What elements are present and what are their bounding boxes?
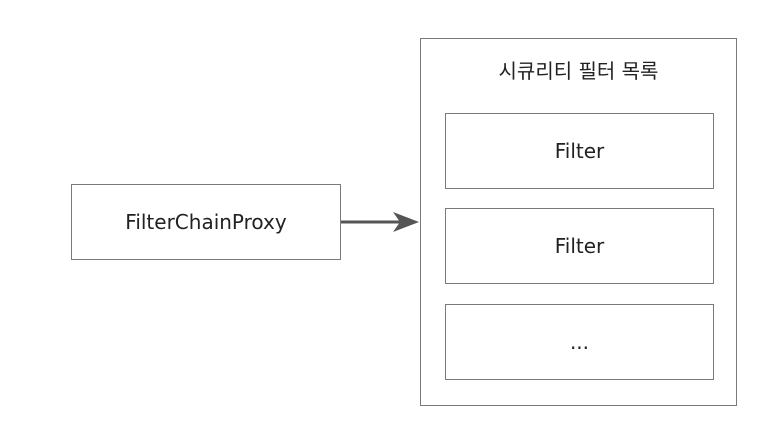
filter-box: Filter <box>445 208 714 284</box>
filter-chain-proxy-label: FilterChainProxy <box>125 210 287 234</box>
filter-label: Filter <box>554 234 605 258</box>
filter-ellipsis-label: ... <box>569 330 590 354</box>
filter-chain-proxy-box: FilterChainProxy <box>71 184 341 260</box>
security-filter-list-title: 시큐리티 필터 목록 <box>498 59 659 83</box>
filter-label: Filter <box>554 139 605 163</box>
security-filter-list-container: 시큐리티 필터 목록 Filter Filter ... <box>420 38 737 406</box>
filter-ellipsis-box: ... <box>445 304 714 380</box>
filter-box: Filter <box>445 113 714 189</box>
